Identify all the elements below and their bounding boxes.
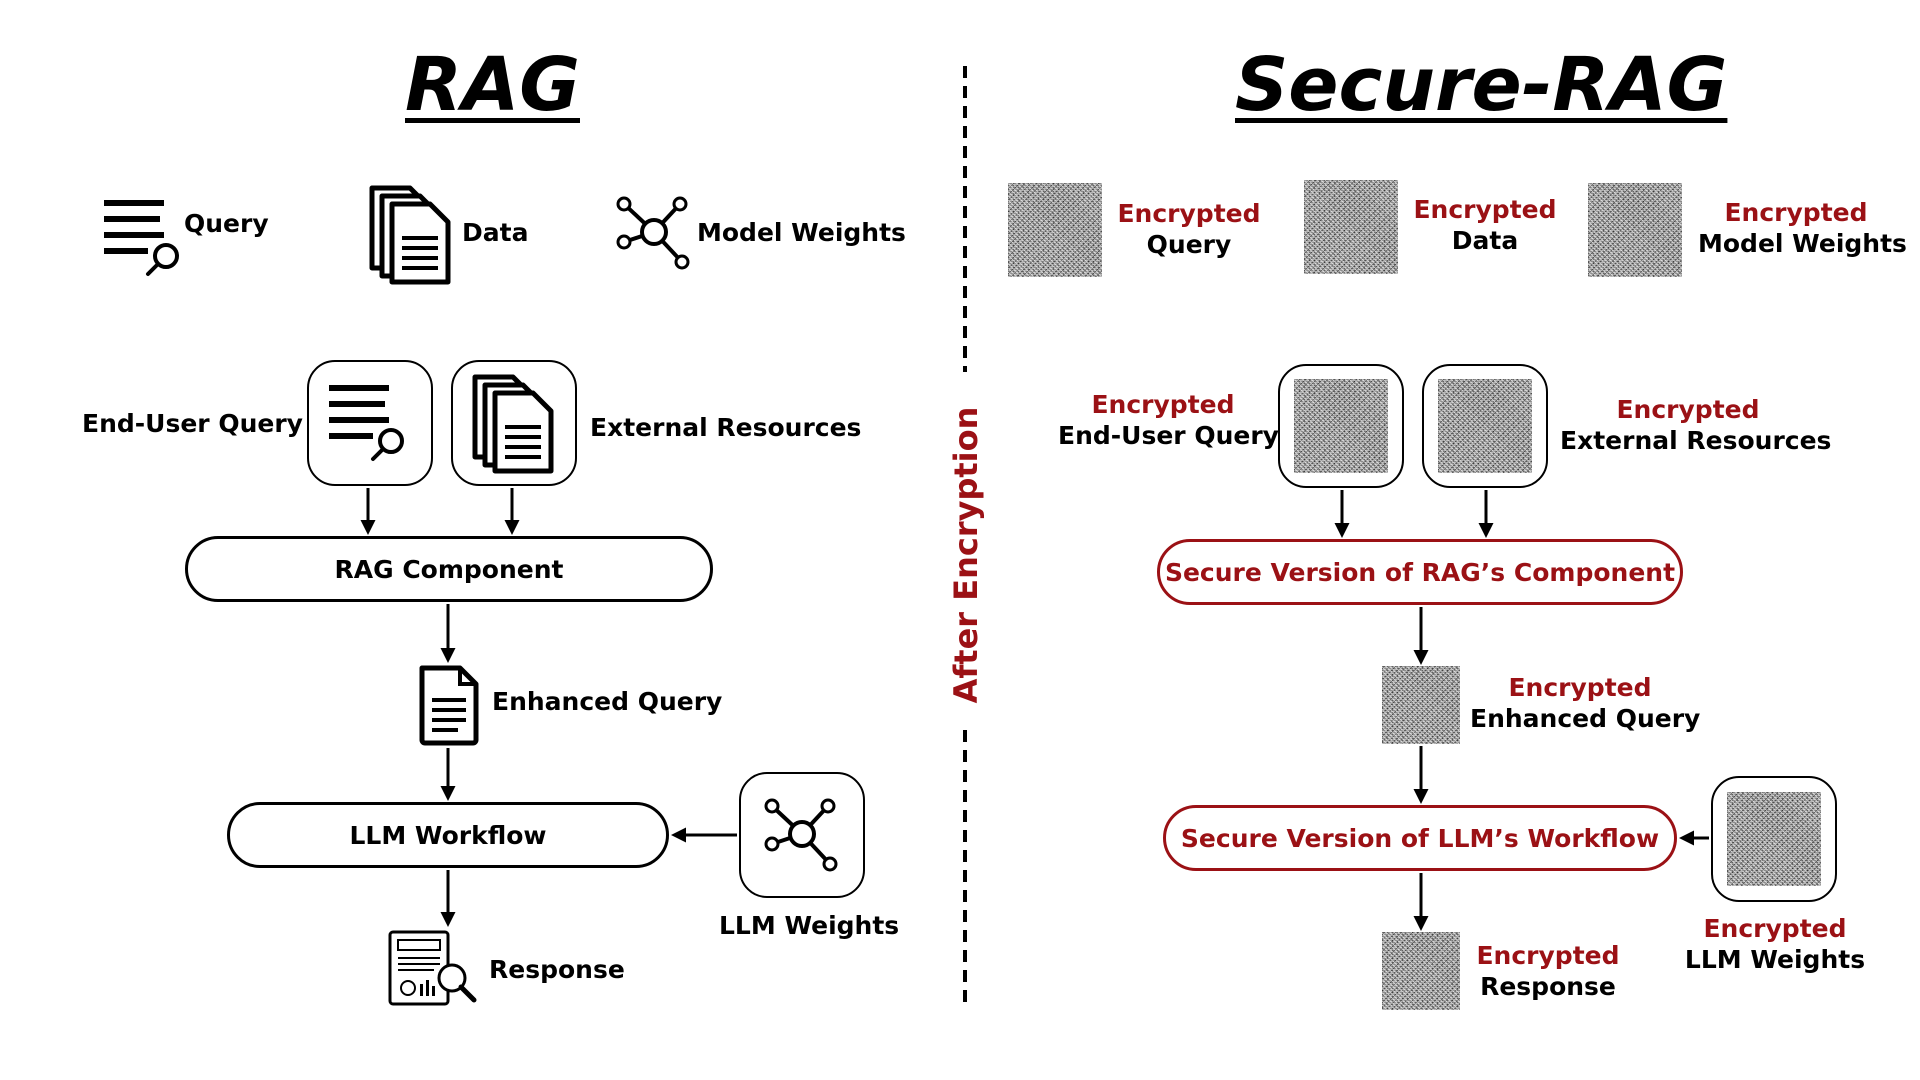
network-icon — [764, 798, 838, 872]
legend-data-label: Data — [462, 218, 529, 247]
end-user-query-label: End-User Query — [82, 409, 303, 438]
rag-title: RAG — [405, 42, 580, 128]
llm-weights-box — [739, 772, 865, 898]
legend-encrypted-model-weights: Encrypted Model Weights — [1698, 197, 1907, 260]
secure-rag-component-node: Secure Version of RAG’s Component — [1157, 539, 1683, 605]
encrypted-external-resources-box — [1422, 364, 1548, 488]
end-user-query-label: End-User Query — [1058, 421, 1279, 451]
legend-model-weights-label: Model Weights — [1698, 229, 1907, 259]
llm-weights-label: LLM Weights — [719, 911, 900, 940]
encrypted-noise-icon — [1008, 183, 1102, 277]
encrypted-word: Encrypted — [1616, 395, 1760, 424]
encrypted-enhanced-query-label: Encrypted Enhanced Query — [1470, 672, 1701, 735]
encrypted-noise-icon — [1294, 379, 1388, 473]
legend-encrypted-query: Encrypted Query — [1114, 198, 1264, 261]
secure-rag-title: Secure-RAG — [1235, 42, 1728, 128]
secure-llm-workflow-node: Secure Version of LLM’s Workflow — [1163, 805, 1677, 871]
encrypted-llm-weights-label: Encrypted LLM Weights — [1680, 913, 1870, 976]
legend-data-label: Data — [1451, 226, 1519, 256]
encrypted-noise-icon — [1304, 180, 1398, 274]
llm-weights-label: LLM Weights — [1684, 945, 1866, 975]
encrypted-word: Encrypted — [1508, 673, 1652, 702]
encrypted-response-label: Encrypted Response — [1470, 940, 1626, 1003]
encrypted-noise-icon — [1727, 792, 1821, 886]
enhanced-query-label: Enhanced Query — [1470, 704, 1701, 734]
encrypted-word: Encrypted — [1476, 941, 1620, 970]
response-label: Response — [1480, 972, 1616, 1002]
external-resources-box — [451, 360, 577, 486]
encrypted-word: Encrypted — [1091, 390, 1235, 419]
legend-encrypted-data: Encrypted Data — [1410, 194, 1560, 257]
encrypted-end-user-query-label: Encrypted End-User Query — [1058, 389, 1279, 452]
encrypted-word: Encrypted — [1413, 195, 1557, 224]
legend-model-weights-label: Model Weights — [697, 218, 906, 247]
encrypted-word: Encrypted — [1724, 198, 1868, 227]
encrypted-word: Encrypted — [1703, 914, 1847, 943]
encrypted-llm-weights-box — [1711, 776, 1837, 902]
document-icon — [418, 664, 480, 746]
documents-icon — [472, 374, 554, 474]
end-user-query-box — [307, 360, 433, 486]
llm-workflow-node: LLM Workflow — [227, 802, 669, 868]
encrypted-word: Encrypted — [1117, 199, 1261, 228]
external-resources-label: External Resources — [1560, 426, 1832, 456]
network-icon — [614, 194, 694, 272]
encrypted-noise-icon — [1438, 379, 1532, 473]
encrypted-noise-icon — [1382, 932, 1460, 1010]
documents-icon — [366, 182, 456, 286]
query-icon — [329, 385, 404, 461]
rag-component-node: RAG Component — [185, 536, 713, 602]
response-label: Response — [489, 955, 625, 984]
legend-query-label: Query — [184, 209, 269, 238]
legend-query-label: Query — [1146, 230, 1232, 260]
encrypted-external-resources-label: Encrypted External Resources — [1560, 394, 1832, 457]
query-icon — [104, 196, 186, 280]
enhanced-query-label: Enhanced Query — [492, 687, 723, 716]
encrypted-noise-icon — [1588, 183, 1682, 277]
encrypted-noise-icon — [1382, 666, 1460, 744]
report-search-icon — [386, 928, 480, 1008]
encrypted-end-user-query-box — [1278, 364, 1404, 488]
external-resources-label: External Resources — [590, 413, 862, 442]
